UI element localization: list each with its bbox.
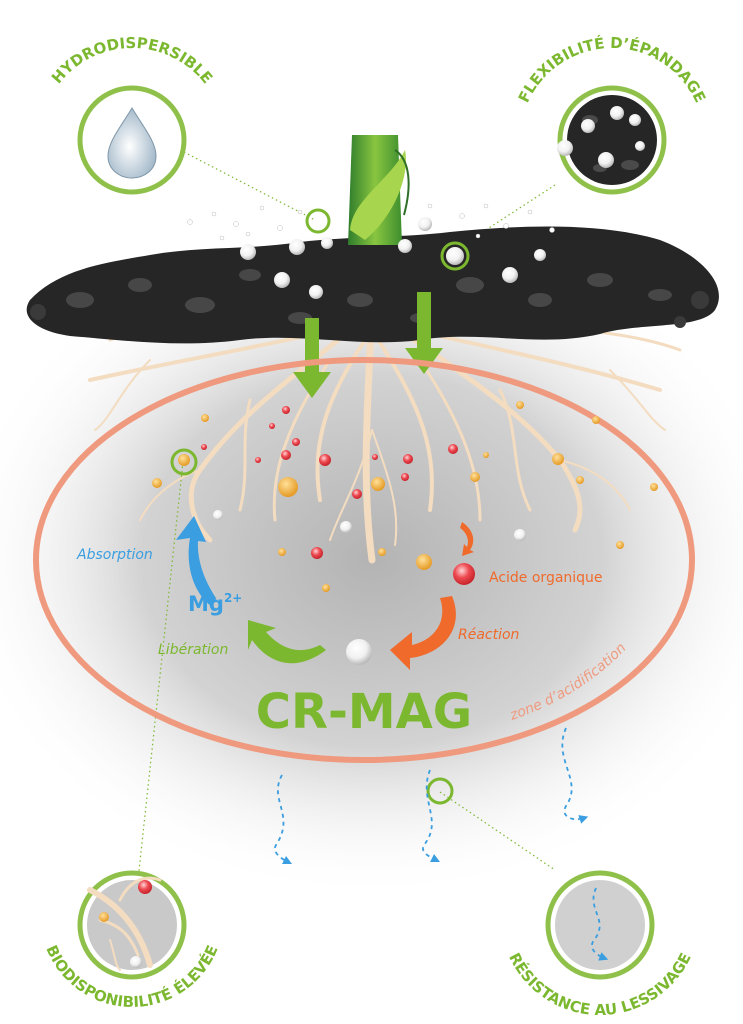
badge-hydrodispersible: HYDRODISPERSIBLE [48, 34, 216, 195]
reaction-arrow [390, 596, 456, 670]
acidification-zone [33, 357, 695, 763]
granules-icon [557, 106, 645, 168]
badge-biodisponibilite: BIODISPONIBILITÉ ÉLEVÉE [42, 870, 222, 1011]
acid-arrow [460, 522, 474, 556]
product-name: CR-MAG [256, 684, 472, 740]
mg-ion-label: Mg2+ [188, 591, 242, 616]
plant-stem [348, 135, 410, 245]
down-arrows [293, 292, 443, 398]
badge-label-hydrodispersible: HYDRODISPERSIBLE [48, 34, 216, 87]
badge-flexibilite: FLEXIBILITÉ D’ÉPANDAGE [515, 33, 709, 195]
granules-on-soil [240, 217, 546, 299]
process-arrows [176, 516, 474, 670]
leaching-arrows [274, 727, 589, 865]
leaching-icon [591, 887, 609, 961]
liberation-label: Libération [158, 642, 228, 658]
acid-label: Acide organique [489, 570, 603, 586]
falling-particles [187, 203, 555, 241]
badge-resistance: RÉSISTANCE AU LESSIVAGE [505, 870, 695, 1019]
water-drop-icon [107, 107, 157, 179]
absorption-label: Absorption [76, 547, 153, 563]
organic-acid-particle [453, 563, 475, 585]
root-detail-icon [87, 876, 162, 971]
liberation-arrow [248, 620, 326, 664]
reaction-label: Réaction [458, 627, 519, 643]
cr-mag-granule [346, 639, 372, 665]
absorption-arrow [176, 516, 216, 607]
zone-particles [152, 401, 658, 592]
callout-rings [170, 208, 470, 805]
